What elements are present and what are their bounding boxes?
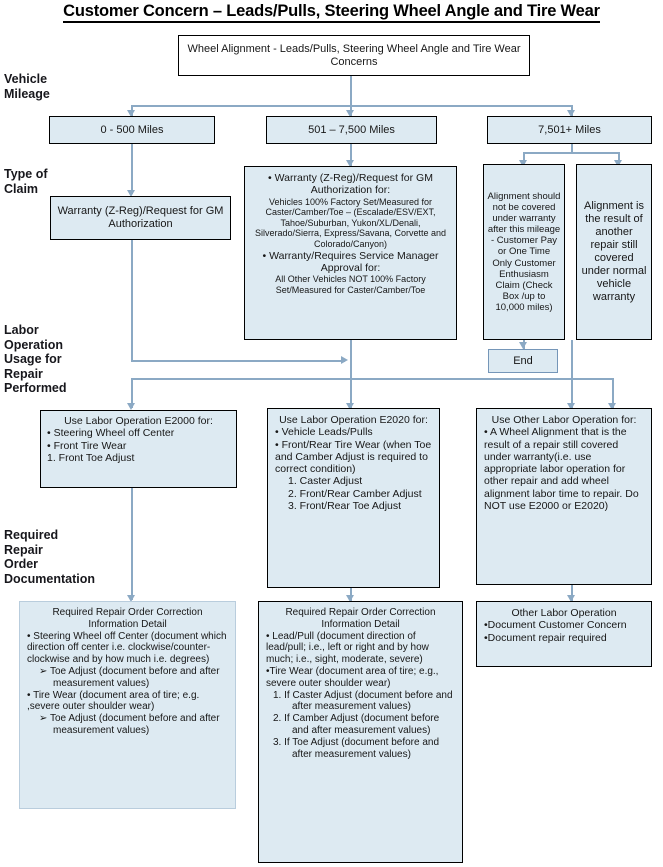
labor-box-e2000[interactable]: Use Labor Operation E2000 for: • Steerin… [40,410,237,488]
arrowhead-doc-mid [346,595,354,602]
doc-box-mid[interactable]: Required Repair Order Correction Informa… [258,601,463,863]
labor-box-e2020-item-3: 2. Front/Rear Camber Adjust [288,487,422,500]
labor-box-other-header: Use Other Labor Operation for: [491,414,637,426]
claim-mid-bullet2: • Warranty/Requires Service Manager Appr… [262,249,439,274]
claim-mid-bullet2-detail: All Other Vehicles NOT 100% Factory Set/… [275,274,426,295]
arrowhead-doc-left [127,595,135,602]
mileage-box-7501-plus[interactable]: 7,501+ Miles [487,116,652,144]
claim-mid-bullet1-detail: Vehicles 100% Factory Set/Measured for C… [254,196,447,249]
doc-box-right-header: Other Labor Operation [511,607,617,619]
mileage-box-501-7500-label: 501 – 7,500 Miles [308,123,395,136]
labor-box-e2000-item-0: • Steering Wheel off Center [47,427,175,440]
labor-box-other[interactable]: Use Other Labor Operation for: • A Wheel… [476,408,652,585]
connector-high-right-drop [618,152,620,164]
claim-box-result-of-other-repair[interactable]: Alignment is the result of another repai… [576,164,652,340]
labor-box-e2000-item-1: • Front Tire Wear [47,439,127,452]
connector-labor-bar [131,378,612,380]
labor-box-e2020-item-2: 1. Caster Adjust [288,475,363,488]
connector-high-left-drop [523,152,525,164]
arrowhead-mid-claim [346,160,354,167]
connector-high-mileage-drop [571,144,573,153]
connector-mileage-bar [131,105,572,107]
labor-box-e2020[interactable]: Use Labor Operation E2020 for: • Vehicle… [267,408,440,588]
doc-box-left-header: Required Repair Order Correction Informa… [52,607,203,630]
labor-box-e2020-item-4: 3. Front/Rear Toe Adjust [288,500,402,513]
claim-box-warranty-zreg[interactable]: Warranty (Z-Reg)/Request for GM Authoriz… [50,196,231,240]
labor-box-e2020-header: Use Labor Operation E2020 for: [279,414,428,426]
end-box-label: End [513,354,533,367]
doc-box-right-item-0: •Document Customer Concern [484,619,627,632]
arrowhead-doc-right [567,595,575,602]
end-box[interactable]: End [488,349,558,373]
arrowhead-mileage-right [567,110,575,117]
claim-box-mid-mileage[interactable]: • Warranty (Z-Reg)/Request for GM Author… [244,166,457,340]
labor-box-e2020-item-1: • Front/Rear Tire Wear (when Toe and Cam… [275,438,432,476]
claim-box-warranty-zreg-text: Warranty (Z-Reg)/Request for GM Authoriz… [57,205,224,230]
connector-claim-low-down [131,240,133,362]
doc-box-left[interactable]: Required Repair Order Correction Informa… [19,601,236,809]
labor-box-e2000-header: Use Labor Operation E2000 for: [64,415,213,427]
start-box[interactable]: Wheel Alignment - Leads/Pulls, Steering … [178,35,530,76]
doc-box-mid-header: Required Repair Order Correction Informa… [285,607,436,630]
arrowhead-mileage-mid [346,110,354,117]
arrowhead-mileage-left [127,110,135,117]
page-title-text: Customer Concern – Leads/Pulls, Steering… [63,2,600,23]
labor-box-e2000-item-2: 1. Front Toe Adjust [47,451,135,464]
row-label-required-documentation: Required Repair Order Documentation [4,528,95,586]
doc-box-mid-item-3: 2. If Camber Adjust (document before and… [273,713,440,736]
arrowhead-end [519,342,527,349]
claim-mid-bullet1: • Warranty (Z-Reg)/Request for GM Author… [268,172,433,197]
page-title: Customer Concern – Leads/Pulls, Steering… [0,2,663,23]
arrowhead-high-right [614,160,622,167]
connector-other-to-doc [571,585,573,602]
mileage-box-501-7500[interactable]: 501 – 7,500 Miles [266,116,437,144]
doc-box-left-item-2: • Tire Wear (document area of tire; e.g.… [27,689,200,713]
claim-box-not-covered-text: Alignment should not be covered under wa… [487,190,561,313]
connector-low-mileage-to-claim [131,144,133,194]
connector-bar-to-other-labor [612,378,614,408]
connector-claim-low-to-e2020 [131,360,345,362]
arrowhead-low-claim [127,190,135,197]
arrowhead-claim-low-right [341,356,348,364]
doc-box-left-item-0: • Steering Wheel off Center (document wh… [27,630,227,666]
mileage-box-0-500-label: 0 - 500 Miles [100,123,164,136]
doc-box-left-item-1: ➢ Toe Adjust (document before and after … [39,665,220,689]
start-box-text: Wheel Alignment - Leads/Pulls, Steering … [187,42,521,68]
doc-box-mid-item-4: 3. If Toe Adjust (document before and af… [273,736,440,760]
arrowhead-e2020 [346,403,354,410]
doc-box-mid-item-1: •Tire Wear (document area of tire; e.g.,… [266,665,439,689]
doc-box-right[interactable]: Other Labor Operation •Document Customer… [476,601,652,667]
connector-e2000-to-doc [131,488,133,600]
connector-alignment-other-repair-down [571,340,573,408]
doc-box-mid-item-0: • Lead/Pull (document direction of lead/… [266,630,429,666]
doc-box-mid-item-2: 1. If Caster Adjust (document before and… [273,689,453,713]
labor-box-other-item-0: • A Wheel Alignment that is the result o… [484,426,639,513]
labor-box-e2020-item-0: • Vehicle Leads/Pulls [275,426,373,439]
mileage-box-7501-plus-label: 7,501+ Miles [538,123,601,136]
claim-box-not-covered[interactable]: Alignment should not be covered under wa… [483,164,565,340]
claim-box-result-of-other-repair-text: Alignment is the result of another repai… [581,200,647,303]
arrowhead-other-labor-right [567,403,575,410]
doc-box-right-item-1: •Document repair required [484,631,607,644]
row-label-labor-operation: Labor Operation Usage for Repair Perform… [4,323,67,395]
row-label-type-of-claim: Type of Claim [4,167,48,196]
connector-mid-mileage-to-claim [350,144,352,166]
row-label-vehicle-mileage: Vehicle Mileage [4,72,50,101]
arrowhead-other-labor-left [608,403,616,410]
arrowhead-e2000 [127,403,135,410]
connector-claim-mid-to-e2020 [350,340,352,408]
arrowhead-high-left [519,160,527,167]
doc-box-left-item-3: ➢ Toe Adjust (document before and after … [39,713,220,736]
mileage-box-0-500[interactable]: 0 - 500 Miles [49,116,215,144]
connector-start-down [350,76,352,106]
connector-to-e2000 [131,378,133,408]
